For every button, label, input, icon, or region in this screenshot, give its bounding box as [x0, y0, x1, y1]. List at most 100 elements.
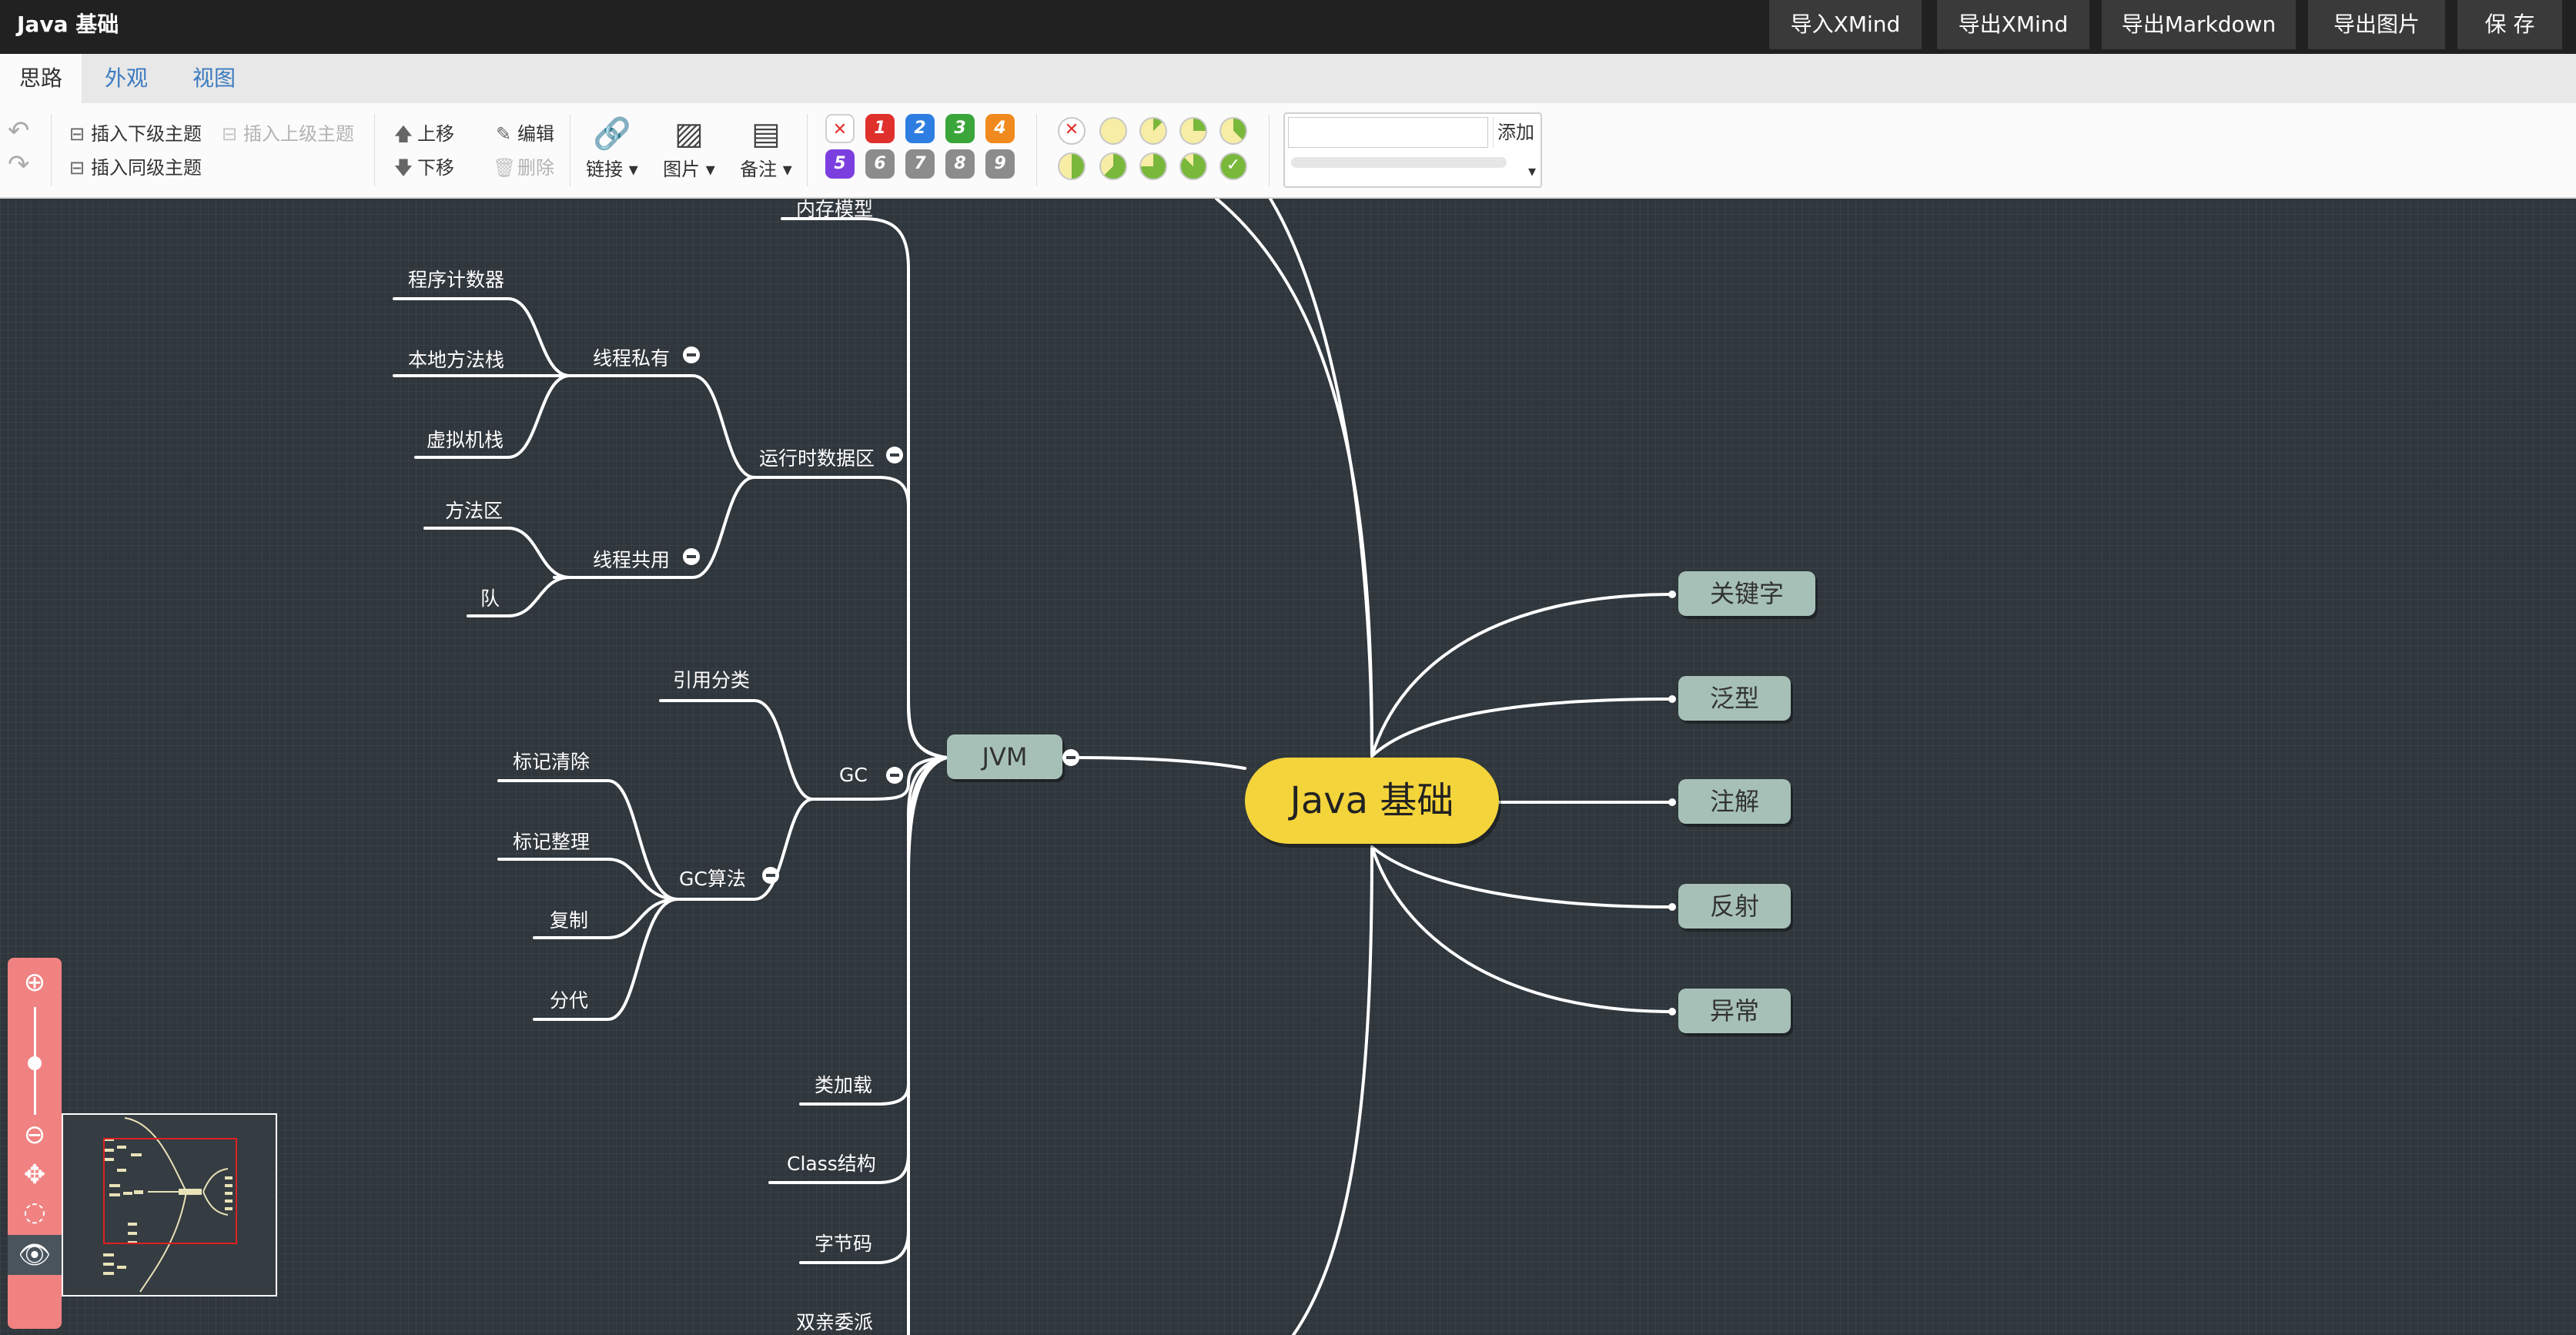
topic-copying[interactable]: 复制	[550, 909, 589, 932]
collapse-icon[interactable]	[762, 867, 779, 884]
topic-method-area[interactable]: 方法区	[445, 500, 503, 522]
topic-generational[interactable]: 分代	[550, 989, 589, 1012]
insert-sibling-icon: ⊟	[69, 157, 85, 179]
eye-icon[interactable]: 👁	[8, 1235, 62, 1275]
priority-5-button[interactable]: 5	[825, 149, 855, 179]
collapse-icon[interactable]	[683, 346, 700, 363]
topic-mark-compact[interactable]: 标记整理	[513, 831, 590, 853]
arrow-up-icon: 🡅	[393, 123, 413, 145]
chevron-down-icon[interactable]: ▾	[1527, 162, 1536, 180]
topic-keywords[interactable]: 关键字	[1678, 571, 1815, 616]
insert-child-button[interactable]: ⊟插入下级主题	[66, 119, 202, 146]
progress-6-icon[interactable]	[1139, 152, 1167, 180]
insert-parent-icon: ⊟	[221, 123, 238, 145]
save-button[interactable]: 保 存	[2457, 0, 2562, 49]
topic-bytecode[interactable]: 字节码	[815, 1233, 873, 1255]
priority-3-button[interactable]: 3	[945, 114, 975, 143]
export-markdown-button[interactable]: 导出Markdown	[2102, 0, 2296, 49]
toolbar-divider	[374, 114, 375, 186]
topic-runtime-data-area[interactable]: 运行时数据区	[759, 447, 875, 470]
collapse-icon[interactable]	[886, 447, 903, 463]
progress-1-icon[interactable]	[1139, 117, 1167, 145]
topic-memory-model[interactable]: 内存模型	[796, 199, 874, 220]
link-icon: 🔗	[593, 116, 631, 152]
topic-heap[interactable]: 队	[480, 587, 500, 610]
resource-list-scrollbar[interactable]	[1291, 157, 1507, 168]
topic-reflection[interactable]: 反射	[1678, 884, 1791, 928]
collapse-icon[interactable]	[683, 548, 700, 565]
tab-appearance[interactable]: 外观	[104, 65, 148, 91]
minimap-viewport[interactable]	[103, 1138, 237, 1244]
progress-clear-icon[interactable]: ✕	[1058, 117, 1086, 145]
priority-4-button[interactable]: 4	[985, 114, 1015, 143]
priority-clear-icon[interactable]: ✕	[825, 114, 855, 143]
topic-mark-sweep[interactable]: 标记清除	[513, 751, 590, 773]
export-image-button[interactable]: 导出图片	[2308, 0, 2445, 49]
mindmap-canvas[interactable]: 内存模型 运行时数据区 线程私有 程序计数器 本地方法栈 虚拟机栈 线程共用 方…	[0, 199, 2576, 1335]
topic-gc-algorithm[interactable]: GC算法	[679, 868, 746, 890]
zoom-slider-handle[interactable]	[28, 1056, 42, 1070]
insert-parent-button[interactable]: ⊟插入上级主题	[219, 119, 354, 146]
insert-sibling-button[interactable]: ⊟插入同级主题	[66, 152, 202, 179]
priority-2-button[interactable]: 2	[905, 114, 935, 143]
topic-class-structure[interactable]: Class结构	[787, 1153, 876, 1175]
export-xmind-button[interactable]: 导出XMind	[1937, 0, 2089, 49]
move-up-button[interactable]: 🡅上移	[393, 119, 454, 152]
undo-icon[interactable]: ↶	[8, 115, 30, 146]
resource-input[interactable]	[1288, 117, 1488, 148]
topic-program-counter[interactable]: 程序计数器	[408, 269, 505, 291]
topic-reference-types[interactable]: 引用分类	[673, 669, 751, 691]
topic-jvm[interactable]: JVM	[947, 734, 1062, 779]
topic-class-loading[interactable]: 类加载	[815, 1074, 873, 1096]
root-topic[interactable]: Java 基础	[1245, 758, 1499, 844]
resource-add-button[interactable]: 添加	[1493, 117, 1538, 148]
toolbar-divider	[807, 114, 808, 186]
link-button[interactable]: 🔗链接 ▾	[579, 114, 645, 181]
priority-7-button[interactable]: 7	[905, 149, 935, 179]
image-button[interactable]: ▨图片 ▾	[656, 114, 722, 181]
progress-3-icon[interactable]	[1219, 117, 1247, 145]
tab-idea[interactable]: 思路	[0, 54, 82, 103]
move-down-button[interactable]: 🡇下移	[393, 152, 454, 186]
priority-8-button[interactable]: 8	[945, 149, 975, 179]
topic-parent-delegation[interactable]: 双亲委派	[796, 1311, 874, 1333]
collapse-icon[interactable]	[886, 767, 903, 784]
import-xmind-button[interactable]: 导入XMind	[1769, 0, 1922, 49]
app-title: Java 基础	[17, 12, 119, 37]
topic-native-method-stack[interactable]: 本地方法栈	[408, 349, 505, 371]
toolbar: ↶ ↷ ⊟插入下级主题 ⊟插入上级主题 ⊟插入同级主题 🡅上移 🡇下移 ✎编辑 …	[0, 103, 2576, 199]
mindmap-connectors	[393, 199, 1676, 1335]
topic-thread-shared[interactable]: 线程共用	[593, 549, 671, 571]
tab-view[interactable]: 视图	[192, 65, 236, 91]
progress-done-icon[interactable]: ✓	[1219, 152, 1247, 180]
zoom-out-icon[interactable]: ⊖	[23, 1119, 46, 1150]
progress-5-icon[interactable]	[1099, 152, 1127, 180]
minimap[interactable]	[62, 1113, 277, 1297]
priority-6-button[interactable]: 6	[865, 149, 895, 179]
locate-root-icon[interactable]: ◌	[23, 1196, 46, 1227]
resource-editor: 添加 ▾	[1283, 112, 1542, 188]
topic-annotations[interactable]: 注解	[1678, 779, 1791, 824]
topic-thread-private[interactable]: 线程私有	[593, 347, 671, 370]
zoom-in-icon[interactable]: ⊕	[23, 967, 46, 998]
delete-button[interactable]: 🗑删除	[493, 157, 554, 179]
topic-vm-stack[interactable]: 虚拟机栈	[427, 429, 504, 451]
move-icon[interactable]: ✥	[23, 1159, 46, 1190]
redo-icon[interactable]: ↷	[8, 149, 30, 180]
priority-9-button[interactable]: 9	[985, 149, 1015, 179]
topic-exceptions[interactable]: 异常	[1678, 989, 1791, 1033]
progress-7-icon[interactable]	[1179, 152, 1207, 180]
note-button[interactable]: ▤备注 ▾	[733, 114, 799, 181]
collapse-icon[interactable]	[1062, 749, 1079, 766]
topic-generics[interactable]: 泛型	[1678, 676, 1791, 721]
progress-2-icon[interactable]	[1179, 117, 1207, 145]
edit-icon: ✎	[495, 123, 512, 145]
arrow-down-icon: 🡇	[393, 157, 413, 179]
progress-0-icon[interactable]	[1099, 117, 1127, 145]
insert-child-icon: ⊟	[69, 123, 85, 145]
title-bar: Java 基础 导入XMind 导出XMind 导出Markdown 导出图片 …	[0, 0, 2576, 54]
progress-4-icon[interactable]	[1058, 152, 1086, 180]
edit-button[interactable]: ✎编辑	[493, 119, 554, 146]
topic-gc[interactable]: GC	[839, 764, 868, 786]
priority-1-button[interactable]: 1	[865, 114, 895, 143]
